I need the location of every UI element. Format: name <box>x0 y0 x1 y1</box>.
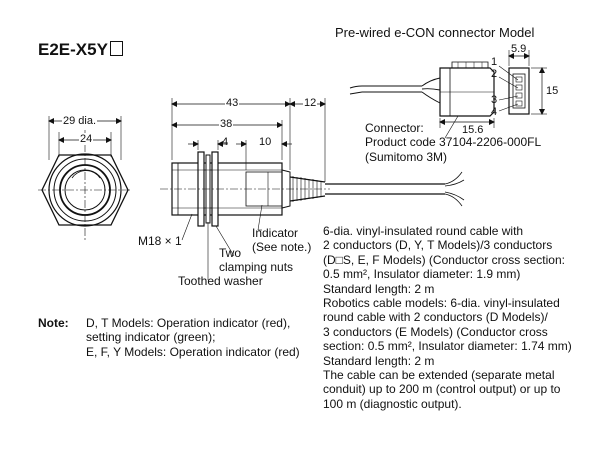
dim-10: 10 <box>259 136 272 148</box>
econ-connector-drawing <box>349 50 547 139</box>
cable-line: (D□S, E, F Models) (Conductor cross sect… <box>323 252 565 267</box>
clamping-nuts-callout: Two clamping nuts <box>219 246 293 275</box>
clamping-nuts-line2: clamping nuts <box>219 260 294 275</box>
pin-2-label: 2 <box>491 68 498 80</box>
cable-line: Robotics cable models: 6-dia. vinyl-insu… <box>323 296 560 311</box>
model-suffix-box <box>109 41 123 56</box>
indicator-callout-line2: (See note.) <box>252 240 312 255</box>
pin-3-label: 3 <box>491 94 498 106</box>
cable-line: Standard length: 2 m <box>323 353 435 368</box>
note-label: Note: <box>38 316 69 330</box>
cable-line: section: 0.5 mm², Insulator diameter: 1.… <box>323 339 572 354</box>
front-view <box>38 116 132 240</box>
connector-description: Connector: Product code 37104-2206-000FL… <box>365 121 541 164</box>
dim-38: 38 <box>219 118 234 130</box>
cable-line: conduit) up to 200 m (control output) or… <box>323 382 561 397</box>
cable-line: Standard length: 2 m <box>323 281 435 296</box>
note-line3: E, F, Y Models: Operation indicator (red… <box>86 344 300 359</box>
dim-24: 24 <box>79 133 94 145</box>
cable-line: round cable with 2 conductors (D Models)… <box>323 310 548 325</box>
cable-line: 0.5 mm², Insulator diameter: 1.9 mm) <box>323 267 521 282</box>
dim-4: 4 <box>222 136 229 148</box>
side-view <box>160 98 465 280</box>
toothed-washer-callout: Toothed washer <box>178 274 263 288</box>
econ-model-title: Pre-wired e-CON connector Model <box>335 25 535 40</box>
dim-econ-15-6: 15.6 <box>462 124 484 136</box>
dim-12: 12 <box>303 97 318 109</box>
connector-line: Connector: <box>365 121 424 135</box>
dim-29-dia: 29 dia. <box>62 115 98 127</box>
model-title: E2E-X5Y <box>38 40 123 60</box>
connector-line: Product code 37104-2206-000FL <box>365 135 542 150</box>
cable-line: The cable can be extended (separate meta… <box>323 368 555 383</box>
pin-1-label: 1 <box>491 56 498 68</box>
cable-line: 6-dia. vinyl-insulated round cable with <box>323 224 524 238</box>
cable-line: 100 m (diagnostic output). <box>323 396 462 411</box>
note-line1: D, T Models: Operation indicator (red), <box>86 316 291 330</box>
indicator-callout: Indicator (See note.) <box>252 226 311 255</box>
cable-line: 2 conductors (D, Y, T Models)/3 conducto… <box>323 238 553 253</box>
clamping-nuts-line1: Two <box>219 246 242 260</box>
indicator-callout-line1: Indicator <box>252 226 299 240</box>
cable-specification: 6-dia. vinyl-insulated round cable with … <box>323 224 572 411</box>
dim-econ-15: 15 <box>546 85 559 97</box>
cable-line: 3 conductors (E Models) (Conductor cross <box>323 324 548 339</box>
dim-econ-5-9: 5.9 <box>511 43 527 55</box>
connector-line: (Sumitomo 3M) <box>365 149 448 164</box>
thread-callout: M18 × 1 <box>138 234 182 248</box>
note-block: Note: D, T Models: Operation indicator (r… <box>38 316 300 359</box>
dim-43: 43 <box>225 97 240 109</box>
note-line2: setting indicator (green); <box>86 330 216 345</box>
pin-4-label: 4 <box>491 106 498 118</box>
